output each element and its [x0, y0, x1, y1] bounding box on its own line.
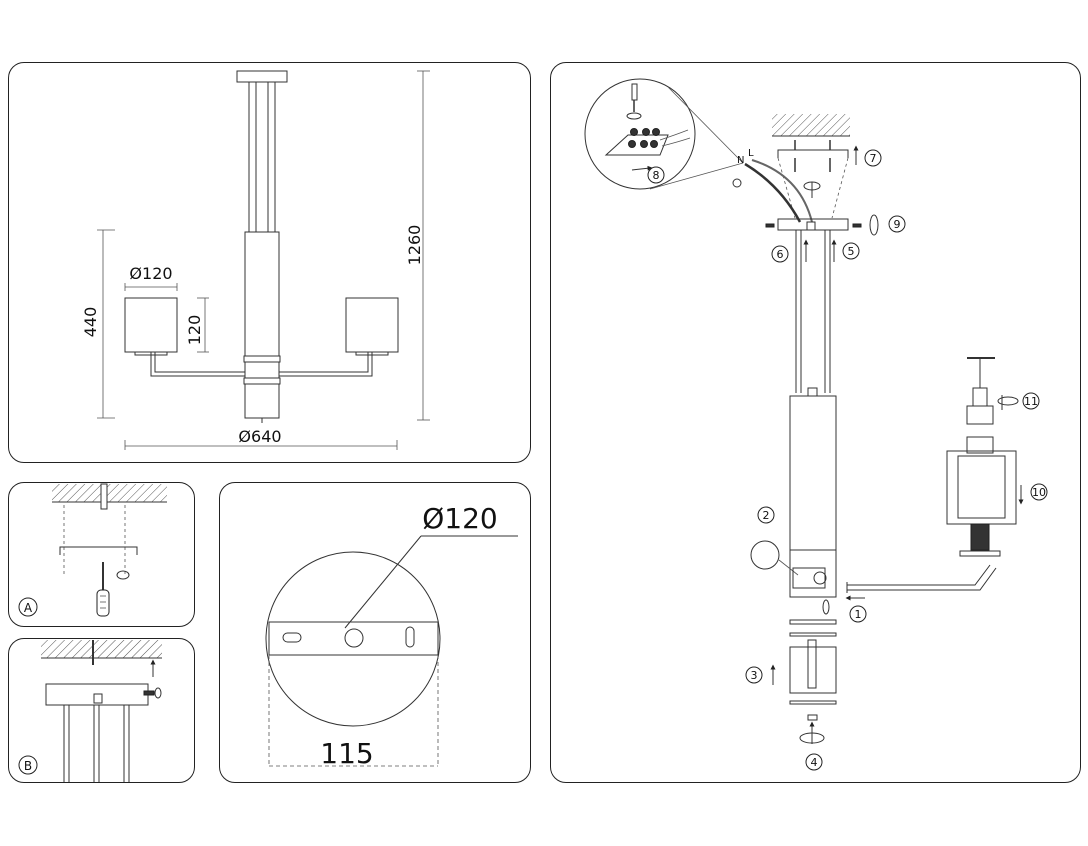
- neutral-label: N: [737, 155, 744, 166]
- step-7-label: 7: [870, 152, 877, 165]
- overall-height-label: 1260: [405, 225, 424, 266]
- step-10-label: 10: [1032, 486, 1046, 499]
- central-tube: [244, 231, 280, 419]
- step-5-label: 5: [848, 245, 855, 258]
- ground-icon: [732, 178, 742, 188]
- step-b-drawing: B: [18, 640, 162, 782]
- step-a-label: A: [24, 601, 33, 615]
- lower-cup: [789, 646, 837, 694]
- assembly-shade: [946, 450, 1017, 525]
- step-4-label: 4: [811, 756, 818, 769]
- left-shade: [124, 297, 178, 353]
- dimension-drawing-panel: [8, 62, 531, 463]
- span-diameter-label: Ø640: [238, 427, 281, 446]
- step-11-label: 11: [1024, 395, 1038, 408]
- assembly-tube: [789, 395, 837, 598]
- canopy: [236, 70, 288, 83]
- canopy-diameter-label: Ø120: [422, 502, 497, 535]
- wiring-detail-circle: [584, 78, 696, 190]
- live-label: L: [748, 148, 754, 159]
- step-6-label: 6: [777, 248, 784, 261]
- step-8-label: 8: [653, 169, 660, 182]
- right-shade: [345, 297, 399, 353]
- step-b-marker: [18, 755, 38, 775]
- mounting-step-b-panel: [8, 638, 195, 783]
- step-a-marker: [18, 597, 38, 617]
- step-1-label: 1: [855, 608, 862, 621]
- step-3-label: 3: [751, 669, 758, 682]
- step-2-label: 2: [763, 509, 770, 522]
- assembly-diagram: 7 8 N L 9 6: [584, 78, 1048, 771]
- step-b-label: B: [24, 759, 32, 773]
- shade-height-label: 120: [185, 315, 204, 346]
- drop-height-label: 440: [81, 307, 100, 338]
- step-9-label: 9: [894, 218, 901, 231]
- mount-spacing-label: 115: [320, 737, 373, 770]
- shade-diameter-label: Ø120: [129, 264, 172, 283]
- mounting-plate-detail-panel: [219, 482, 531, 783]
- mounting-bracket: [268, 621, 439, 656]
- canopy-base-circle: [265, 551, 441, 727]
- pendant-dimension-drawing: Ø120 120 440 1260 Ø640: [81, 70, 430, 450]
- assembly-canopy: [777, 218, 849, 231]
- mounting-plate-detail: Ø120 115: [265, 502, 518, 770]
- step-a-drawing: A: [18, 483, 167, 617]
